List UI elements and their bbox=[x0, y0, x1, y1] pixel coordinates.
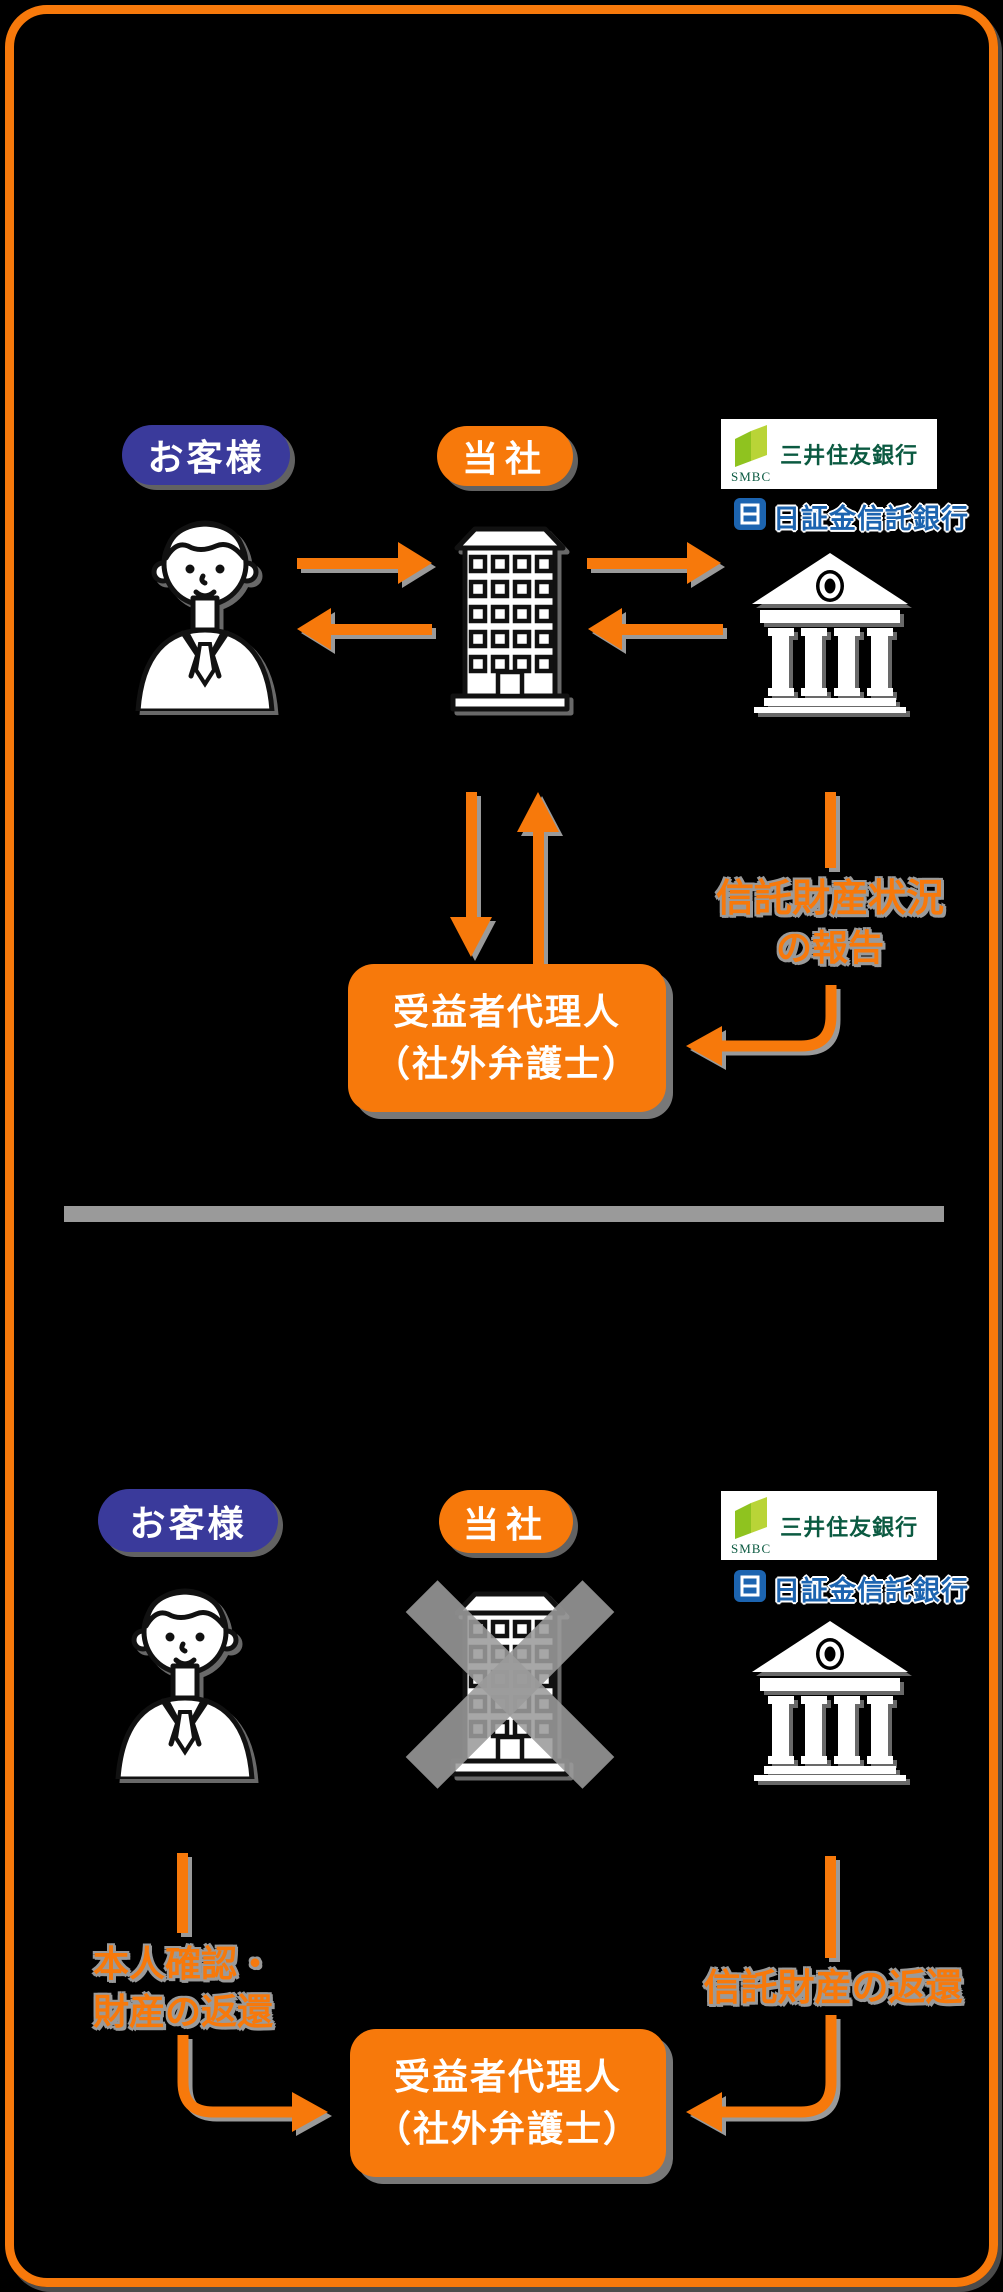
trust-bank-name: 日証金信託銀行 bbox=[773, 504, 969, 534]
diagram-border-frame bbox=[5, 5, 998, 2287]
trust-bank-name: 日証金信託銀行 bbox=[773, 1576, 969, 1606]
trust-bank-mark-icon bbox=[734, 1570, 766, 1607]
arrow-company-to-agent-icon bbox=[450, 792, 492, 957]
smbc-logo-bottom: SMBC 三井住友銀行 bbox=[721, 1491, 937, 1560]
person-icon bbox=[130, 506, 280, 716]
arrow-company-to-customer-icon bbox=[297, 608, 432, 650]
arrow-agent-to-company-icon bbox=[517, 792, 559, 965]
bank-report-line bbox=[825, 792, 836, 868]
smbc-bank-name: 三井住友銀行 bbox=[780, 1514, 919, 1540]
customer-badge: お客様 bbox=[122, 425, 290, 485]
company-badge: 当社 bbox=[437, 426, 573, 486]
company-badge-bottom: 当社 bbox=[439, 1490, 573, 1553]
smbc-mark-label: SMBC bbox=[731, 469, 772, 484]
trust-bank-logo: 日証金信託銀行 bbox=[734, 497, 969, 536]
bank-return-line bbox=[825, 1856, 836, 1958]
smbc-mark-label: SMBC bbox=[731, 1540, 772, 1556]
smbc-rising-mark-icon: SMBC bbox=[731, 425, 771, 483]
arrow-bank-to-company-icon bbox=[588, 608, 723, 650]
beneficiary-agent-box: 受益者代理人 （社外弁護士） bbox=[348, 964, 666, 1112]
bank-building-icon bbox=[750, 548, 910, 718]
person-icon-bottom bbox=[110, 1574, 260, 1784]
beneficiary-agent-bottom-line2: （社外弁護士） bbox=[374, 2108, 641, 2149]
trust-report-label-line2: の報告 bbox=[775, 927, 884, 969]
company-badge-label: 当社 bbox=[461, 438, 548, 479]
customer-badge-bottom: お客様 bbox=[98, 1489, 278, 1552]
smbc-bank-name: 三井住友銀行 bbox=[780, 443, 919, 468]
arrow-company-to-bank-icon bbox=[587, 542, 721, 584]
trust-bank-logo-bottom: 日証金信託銀行 bbox=[734, 1569, 969, 1608]
smbc-rising-mark-icon: SMBC bbox=[731, 1496, 772, 1556]
beneficiary-agent-line2: （社外弁護士） bbox=[373, 1043, 640, 1084]
section-divider bbox=[64, 1206, 944, 1222]
cross-out-icon bbox=[393, 1567, 627, 1801]
company-building-icon bbox=[445, 524, 575, 719]
beneficiary-agent-box-bottom: 受益者代理人 （社外弁護士） bbox=[350, 2029, 666, 2177]
customer-badge-label: お客様 bbox=[147, 437, 265, 478]
customer-badge-bottom-label: お客様 bbox=[129, 1502, 247, 1544]
arrow-customer-to-agent-icon bbox=[172, 2035, 342, 2150]
arrow-bank-to-agent-icon-bottom bbox=[680, 2015, 850, 2140]
arrow-customer-to-company-icon bbox=[297, 542, 432, 584]
trust-report-label-line1: 信託財産状況 bbox=[715, 878, 944, 920]
smbc-logo: SMBC 三井住友銀行 bbox=[721, 419, 937, 489]
beneficiary-agent-line1: 受益者代理人 bbox=[392, 990, 621, 1032]
beneficiary-agent-bottom-line1: 受益者代理人 bbox=[393, 2055, 622, 2097]
trust-return-label: 信託財産の返還 bbox=[688, 1964, 978, 2013]
identity-return-label-line1: 本人確認・ bbox=[92, 1943, 273, 1984]
customer-flow-line bbox=[177, 1853, 188, 1933]
trust-return-label-line1: 信託財産の返還 bbox=[703, 1967, 963, 2008]
identity-return-label-line2: 財産の返還 bbox=[92, 1990, 273, 2032]
trust-report-label: 信託財産状況 の報告 bbox=[695, 874, 965, 972]
bank-building-icon-bottom bbox=[750, 1616, 910, 1786]
identity-return-label: 本人確認・ 財産の返還 bbox=[58, 1940, 308, 2035]
company-badge-bottom-label: 当社 bbox=[462, 1503, 549, 1545]
arrow-bank-to-agent-icon bbox=[680, 985, 850, 1080]
trust-bank-mark-icon bbox=[734, 498, 766, 535]
